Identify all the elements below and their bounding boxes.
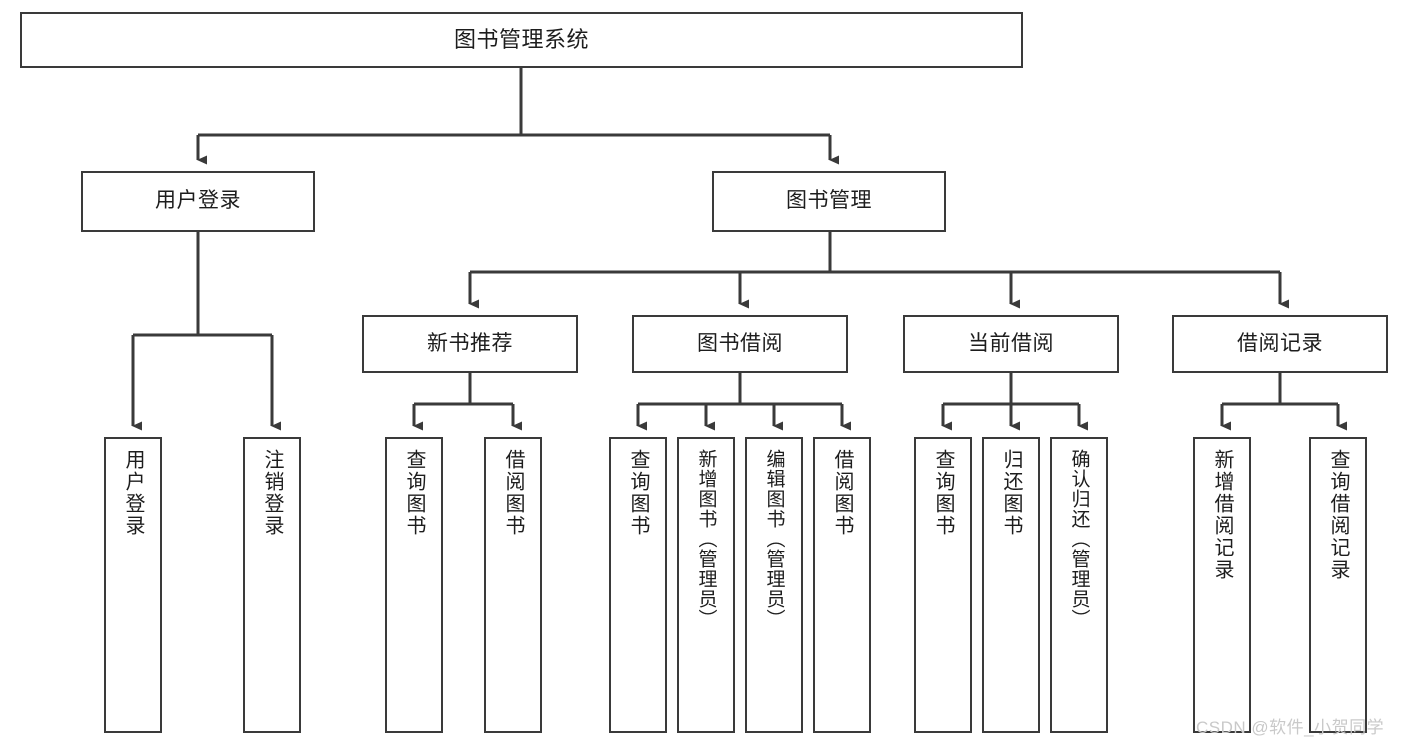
- node-label: 用户登录: [155, 189, 241, 213]
- node-label: 查询图书: [403, 449, 425, 537]
- node-current-borrow[interactable]: 当前借阅: [903, 315, 1119, 373]
- node-label: 图书管理系统: [453, 27, 589, 53]
- node-label: 借阅图书: [831, 449, 853, 537]
- leaf-user-login[interactable]: 用户登录: [104, 437, 162, 733]
- node-new-book-recommend[interactable]: 新书推荐: [362, 315, 578, 373]
- node-label: 用户登录: [122, 449, 144, 537]
- leaf-query-book-2[interactable]: 查询图书: [609, 437, 667, 733]
- node-label: 确认归还（管理员）: [1068, 449, 1090, 629]
- leaf-borrow-book-2[interactable]: 借阅图书: [813, 437, 871, 733]
- node-label: 新书推荐: [427, 331, 513, 355]
- node-root-system[interactable]: 图书管理系统: [20, 12, 1023, 68]
- node-label: 查询图书: [627, 449, 649, 537]
- node-label: 归还图书: [1000, 449, 1022, 537]
- leaf-logout-login[interactable]: 注销登录: [243, 437, 301, 733]
- node-label: 借阅图书: [502, 449, 524, 537]
- leaf-edit-book[interactable]: 编辑图书（管理员）: [745, 437, 803, 733]
- leaf-query-book-1[interactable]: 查询图书: [385, 437, 443, 733]
- node-user-login[interactable]: 用户登录: [81, 171, 315, 232]
- node-book-management[interactable]: 图书管理: [712, 171, 946, 232]
- leaf-add-record[interactable]: 新增借阅记录: [1193, 437, 1251, 733]
- node-label: 查询图书: [932, 449, 954, 537]
- leaf-query-record[interactable]: 查询借阅记录: [1309, 437, 1367, 733]
- leaf-borrow-book-1[interactable]: 借阅图书: [484, 437, 542, 733]
- node-label: 图书管理: [786, 189, 872, 213]
- node-label: 借阅记录: [1237, 331, 1323, 355]
- node-label: 新增图书（管理员）: [695, 449, 717, 629]
- node-book-borrow[interactable]: 图书借阅: [632, 315, 848, 373]
- node-label: 当前借阅: [968, 331, 1054, 355]
- leaf-query-book-3[interactable]: 查询图书: [914, 437, 972, 733]
- node-borrow-record[interactable]: 借阅记录: [1172, 315, 1388, 373]
- node-label: 注销登录: [261, 449, 283, 537]
- node-label: 新增借阅记录: [1211, 449, 1233, 581]
- leaf-confirm-return[interactable]: 确认归还（管理员）: [1050, 437, 1108, 733]
- watermark-text: CSDN @软件_小贺同学: [1196, 718, 1385, 737]
- leaf-return-book[interactable]: 归还图书: [982, 437, 1040, 733]
- leaf-add-book[interactable]: 新增图书（管理员）: [677, 437, 735, 733]
- node-label: 查询借阅记录: [1327, 449, 1349, 581]
- node-label: 图书借阅: [697, 331, 783, 355]
- node-label: 编辑图书（管理员）: [763, 449, 785, 629]
